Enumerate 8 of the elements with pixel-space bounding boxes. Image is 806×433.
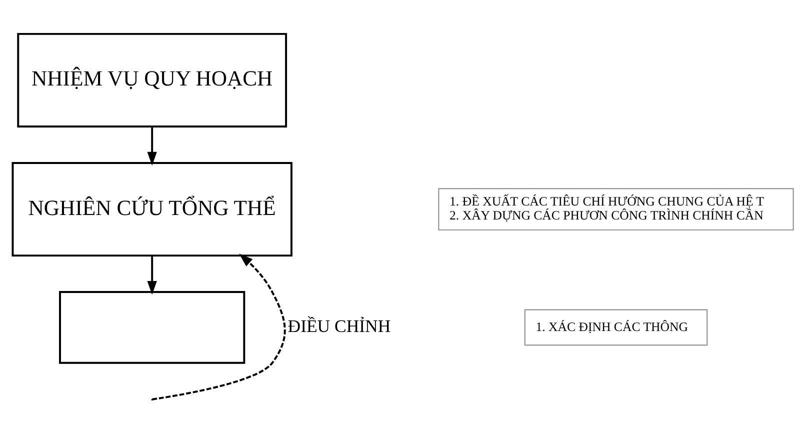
arrow [147,255,157,294]
node-box [59,290,246,364]
node-box: 1. ĐỀ XUẤT CÁC TIÊU CHÍ HƯỚNG CHUNG CỦA HỆ T 2. XÂY DỰNG CÁC PHƯƠN CÔNG TRÌNH CHÍNH CẦN [438,188,794,230]
arrow [147,126,157,166]
node-box: NGHIÊN CỨU TỔNG THỂ [12,161,292,256]
node-box: 1. XÁC ĐỊNH CÁC THÔNG [524,308,708,346]
node-box: NHIỆM VỤ QUY HOẠCH [17,32,288,127]
edge-label: ĐIỀU CHỈNH [288,315,391,336]
